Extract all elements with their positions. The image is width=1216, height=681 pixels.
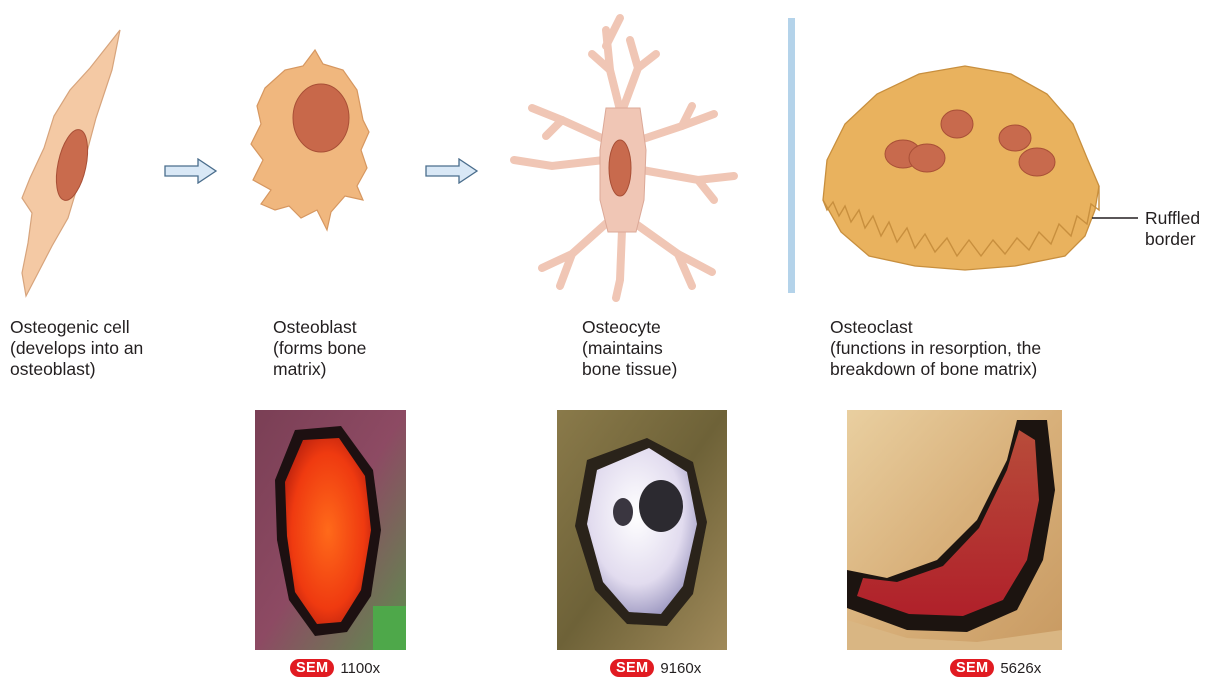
cell-name: Osteogenic cell [10, 317, 130, 338]
magnification-label: 1100x [340, 660, 380, 677]
arrow-icon [425, 158, 479, 184]
osteoblast-micrograph [255, 410, 406, 650]
sem-caption-osteoblast: SEM 1100x [290, 659, 380, 677]
cell-name: Osteoclast [830, 317, 913, 338]
osteogenic-cell-illustration [8, 28, 143, 300]
cell-description: (develops into an osteoblast) [10, 338, 143, 380]
cell-name: Osteoblast [273, 317, 357, 338]
cell-description: (functions in resorption, the breakdown … [830, 338, 1041, 380]
osteocyte-micrograph [557, 410, 727, 650]
sem-badge: SEM [610, 659, 654, 677]
osteoclast-illustration [815, 60, 1105, 275]
ruffled-border-label: Ruffled border [1145, 208, 1200, 250]
sem-badge: SEM [950, 659, 994, 677]
magnification-label: 5626x [1000, 660, 1041, 677]
sem-caption-osteocyte: SEM 9160x [610, 659, 701, 677]
ruffled-border-leader-line [1092, 216, 1138, 220]
sem-badge: SEM [290, 659, 334, 677]
arrow-icon [164, 158, 218, 184]
osteoblast-illustration [245, 40, 375, 240]
section-divider [788, 18, 795, 293]
cell-description: (maintains bone tissue) [582, 338, 677, 380]
cell-description: (forms bone matrix) [273, 338, 366, 380]
magnification-label: 9160x [660, 660, 701, 677]
osteocyte-illustration [502, 10, 742, 302]
cell-name: Osteocyte [582, 317, 661, 338]
sem-caption-osteoclast: SEM 5626x [950, 659, 1041, 677]
osteoclast-micrograph [847, 410, 1062, 650]
